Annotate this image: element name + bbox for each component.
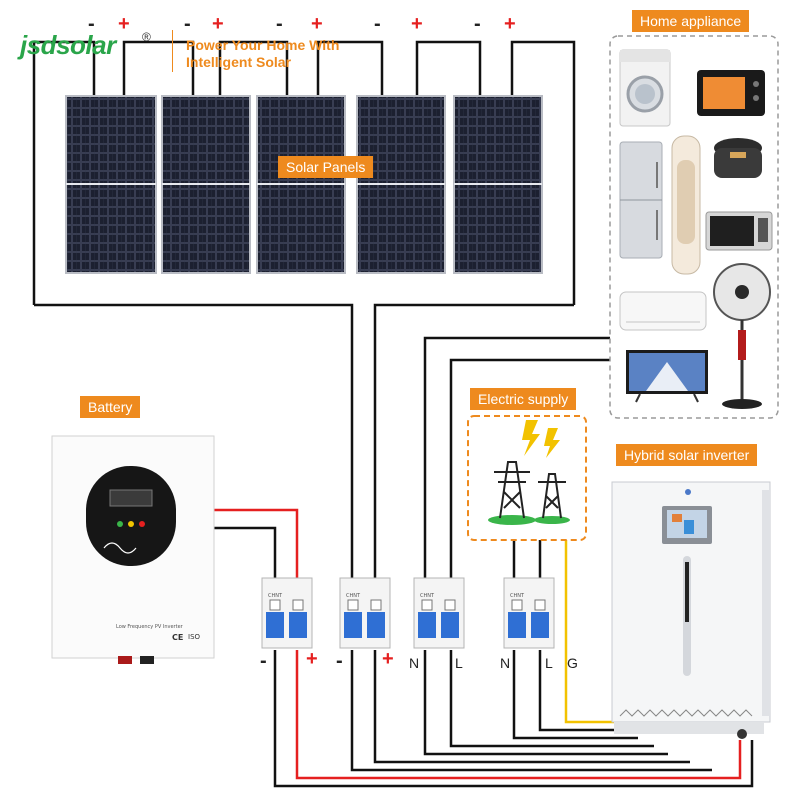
breaker-2-brand: CHNT [346,593,361,599]
breaker-1-plus: + [306,648,318,670]
television-icon [626,350,708,403]
panel-3-minus: - [276,13,283,35]
tagline-line-1: Power Your Home With [186,37,340,53]
breaker [339,577,391,649]
solar-panels [65,95,543,274]
breaker [261,577,313,649]
ground-label: G [567,655,578,671]
oven-icon [697,70,765,116]
breaker-2-minus: - [336,650,343,672]
solar-panel [453,95,543,274]
electric-supply-box [467,415,587,541]
breaker-4-l: L [545,655,553,671]
solar-panel [161,95,251,274]
breaker-3-l: L [455,655,463,671]
breaker-3-n: N [409,655,420,671]
panel-3-plus: + [311,13,323,35]
breaker-2-plus: + [382,648,394,670]
panel-4-minus: - [374,13,381,35]
panel-2-plus: + [212,13,224,35]
breaker-1-brand: CHNT [268,593,283,599]
electric-supply-label: Electric supply [470,388,577,410]
registered-mark: ® [142,30,151,44]
rice-cooker-icon [714,138,762,178]
lightning-icon [522,420,560,458]
panel-2-minus: - [184,13,191,35]
panel-5-minus: - [474,13,481,35]
iso-mark: ISO [188,633,201,641]
breaker-4-n: N [500,655,511,671]
microwave-icon [705,211,773,251]
refrigerator-icon [619,141,663,259]
brand-tagline: Power Your Home With Intelligent Solar [186,37,339,71]
washing-machine-icon [619,49,671,127]
breaker [503,577,555,649]
panel-5-plus: + [504,13,516,35]
brand-logo: jsdsolar [20,30,116,60]
battery-device [51,435,215,664]
battery-front-text: Low Frequency PV Inverter [116,624,183,630]
solar-panels-label: Solar Panels [278,156,374,178]
battery-label: Battery [80,396,141,418]
breaker [413,577,465,649]
home-appliance-label: Home appliance [632,10,750,32]
appliance-wires [423,336,610,585]
ce-mark: CE [172,633,184,642]
hybrid-inverter-device [611,481,771,739]
solar-panel [65,95,157,274]
panel-4-plus: + [411,13,423,35]
air-conditioner-tower-icon [671,135,701,275]
panel-1-plus: + [118,13,130,35]
breaker-3-brand: CHNT [420,593,435,599]
split-air-conditioner-icon [619,291,707,331]
tagline-line-2: Intelligent Solar [186,54,292,70]
tagline-divider [172,30,173,72]
panel-wires [32,40,576,585]
solar-panel [256,95,346,274]
breaker-1-minus: - [260,650,267,672]
solar-panel [356,95,446,274]
battery-wires [214,508,299,585]
hybrid-inverter-label: Hybrid solar inverter [616,444,758,466]
panel-1-minus: - [88,13,95,35]
power-tower-icon [488,461,570,525]
bottom-wires [273,650,754,788]
standing-fan-icon [713,263,771,409]
breaker-4-brand: CHNT [510,593,525,599]
